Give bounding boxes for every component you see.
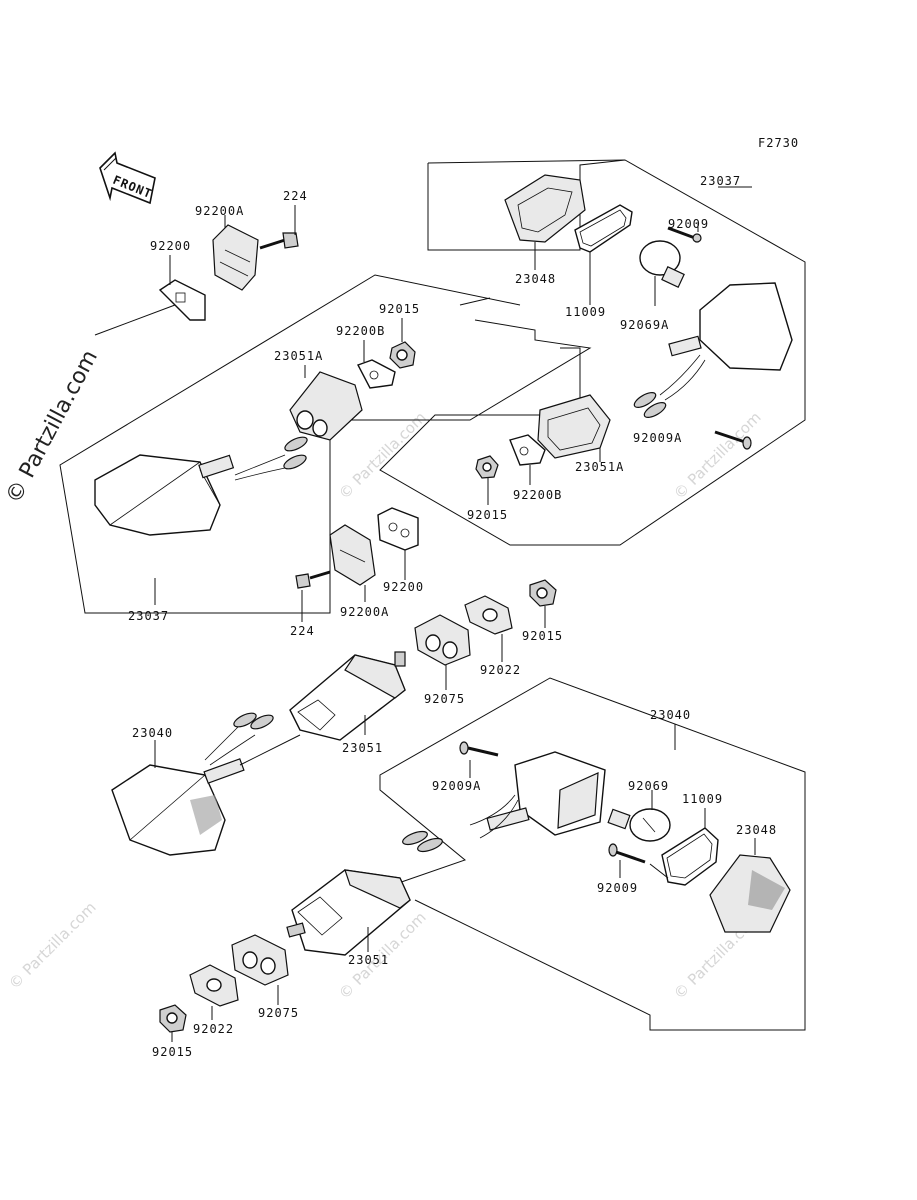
grommet-92075-mid [414, 614, 471, 666]
part-label: 23037 [700, 174, 741, 188]
part-label: 92015 [522, 629, 563, 643]
part-labels: 23037 23048 11009 92009 92069A 92009A 23… [128, 174, 777, 1059]
bulb-92069A [639, 240, 685, 288]
part-label: 92075 [258, 1006, 299, 1020]
plate-92200-mid [377, 507, 419, 551]
nut-92015-mid [529, 579, 557, 607]
part-label: 92200 [150, 239, 191, 253]
assembly-outline-left-front [59, 274, 592, 614]
figure-code: F2730 [758, 136, 799, 150]
turn-signal-housing-23037-right [633, 282, 793, 418]
nut-92015-top [389, 341, 416, 369]
lens-23048-right [504, 174, 586, 243]
gasket-11009-low [661, 827, 719, 886]
watermark: © Partzilla.com [670, 408, 765, 503]
part-label: 92009 [597, 881, 638, 895]
turn-signal-housing-23040-right [402, 751, 606, 853]
grommet-23051A-right [537, 394, 611, 459]
bracket-92200-top [158, 279, 206, 321]
part-label: 23048 [515, 272, 556, 286]
part-label: 23051A [274, 349, 323, 363]
part-label: 23048 [736, 823, 777, 837]
bolt-224-mid [295, 570, 331, 589]
part-label: 92009A [432, 779, 481, 793]
part-label: 92015 [152, 1045, 193, 1059]
turn-signal-housing-23037-left [94, 436, 308, 536]
front-arrow-icon: FRONT [99, 151, 156, 205]
watermark: © Partzilla.com [5, 898, 100, 993]
lens-23048-low [709, 854, 791, 933]
grommet-23051A-left [289, 371, 363, 441]
part-label: 92200B [513, 488, 562, 502]
part-label: 92069 [628, 779, 669, 793]
washer-92022-low [189, 964, 239, 1007]
gasket-11009-right [574, 204, 633, 253]
part-label: 92200 [383, 580, 424, 594]
screw-92009A-low [459, 741, 499, 757]
part-label: 11009 [565, 305, 606, 319]
part-label: 92015 [467, 508, 508, 522]
part-label: 92009 [668, 217, 709, 231]
part-label: 224 [283, 189, 308, 203]
part-label: 23037 [128, 609, 169, 623]
part-label: 92022 [193, 1022, 234, 1036]
screw-92009-right [667, 226, 702, 243]
grommet-92075-low [231, 934, 289, 986]
part-label: 92022 [480, 663, 521, 677]
nut-92015-right [475, 455, 499, 479]
part-label: 23051 [342, 741, 383, 755]
bracket-92200A-mid [329, 524, 376, 586]
turn-signal-housing-23040-left [111, 712, 274, 856]
stay-23051-mid [289, 651, 406, 741]
part-label: 92069A [620, 318, 669, 332]
part-label: 11009 [682, 792, 723, 806]
bulb-92069 [607, 808, 671, 842]
part-label: 92200A [340, 605, 389, 619]
plate-92200B-top [357, 359, 396, 389]
bolt-224-top [259, 232, 299, 250]
part-label: 224 [290, 624, 315, 638]
part-label: 23040 [132, 726, 173, 740]
part-label: 23051A [575, 460, 624, 474]
nut-92015-low [159, 1004, 187, 1033]
assembly-outline-right-rear [334, 677, 806, 1031]
screw-92009-low [608, 843, 646, 864]
part-label: 92200A [195, 204, 244, 218]
stay-23051-low [286, 869, 411, 956]
part-label: 92075 [424, 692, 465, 706]
part-label: 23051 [348, 953, 389, 967]
part-label: 92015 [379, 302, 420, 316]
part-label: 92200B [336, 324, 385, 338]
bracket-92200A-top [212, 224, 259, 291]
screw-92009A-right [714, 430, 752, 450]
part-label: 23040 [650, 708, 691, 722]
plate-92200B-right [509, 434, 546, 466]
washer-92022-mid [464, 595, 513, 635]
part-label: 92009A [633, 431, 682, 445]
watermark-main: © Partzilla.com [1, 346, 103, 508]
